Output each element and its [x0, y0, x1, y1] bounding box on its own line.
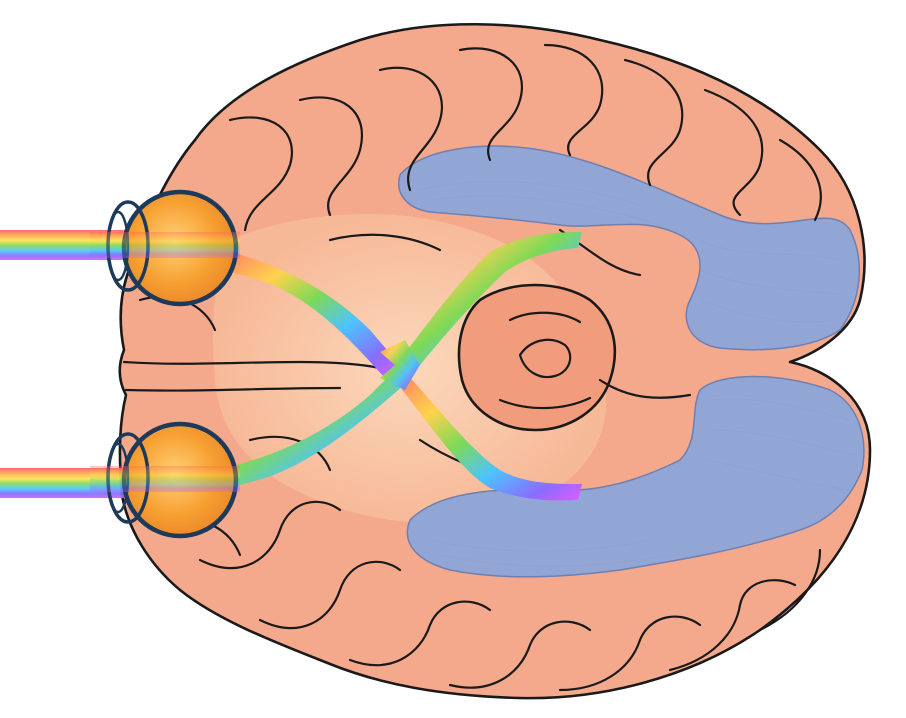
- midbrain-fold-2: [498, 396, 592, 410]
- radiation-striations: [419, 181, 856, 567]
- eye-beam-overlay: [90, 232, 240, 258]
- midbrain: [457, 283, 617, 432]
- optic-chiasm: [380, 340, 420, 390]
- optic-pathway: [0, 230, 582, 501]
- lower-optic-tract: [396, 372, 582, 501]
- midbrain-fold: [508, 311, 582, 324]
- left-eye: [90, 189, 240, 307]
- eye-beam-overlay: [90, 466, 240, 492]
- midbrain-center: [518, 338, 572, 379]
- right-optic-nerve: [224, 365, 412, 488]
- fissure-lower: [124, 386, 342, 392]
- right-eye: [90, 421, 240, 539]
- lower-optic-radiation: [406, 375, 865, 578]
- upper-optic-tract: [400, 232, 582, 375]
- left-optic-nerve: [222, 250, 400, 378]
- longitudinal-fissure: [122, 360, 382, 370]
